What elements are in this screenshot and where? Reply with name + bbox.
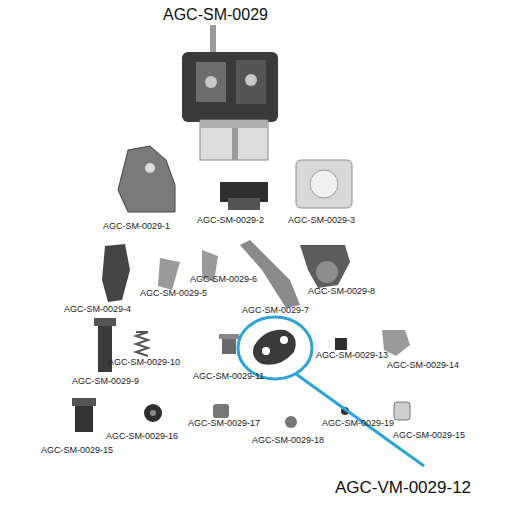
- part-label: AGC-SM-0029-10: [108, 358, 180, 368]
- part-label: AGC-SM-0029-16: [106, 432, 178, 442]
- part-label: AGC-SM-0029-15: [41, 446, 113, 456]
- gripper-assembly: [182, 25, 278, 160]
- part-label: AGC-SM-0029-18: [252, 436, 324, 446]
- part-label: AGC-SM-0029-2: [197, 216, 264, 226]
- part-label: AGC-SM-0029-11: [193, 372, 264, 382]
- part-label: AGC-SM-0029-3: [288, 216, 355, 226]
- part-label: AGC-SM-0029-15: [393, 431, 465, 441]
- part-label: AGC-SM-0029-7: [242, 306, 309, 316]
- assembly-title: AGC-SM-0029: [163, 6, 268, 24]
- part-label: AGC-SM-0029-4: [64, 305, 131, 315]
- part-label: AGC-SM-0029-5: [140, 289, 207, 299]
- part-label: AGC-SM-0029-9: [72, 377, 139, 387]
- part-label: AGC-SM-0029-17: [188, 419, 260, 429]
- part-label: AGC-SM-0029-6: [190, 275, 257, 285]
- part-label: AGC-SM-0029-13: [316, 351, 388, 361]
- part-label: AGC-SM-0029-8: [308, 287, 375, 297]
- part-label: AGC-SM-0029-19: [322, 419, 394, 429]
- part-label: AGC-SM-0029-14: [387, 361, 459, 371]
- part-label: AGC-SM-0029-1: [103, 222, 170, 232]
- callout-marks: [238, 317, 424, 466]
- part-shapes: [72, 146, 410, 432]
- callout-label: AGC-VM-0029-12: [335, 479, 471, 498]
